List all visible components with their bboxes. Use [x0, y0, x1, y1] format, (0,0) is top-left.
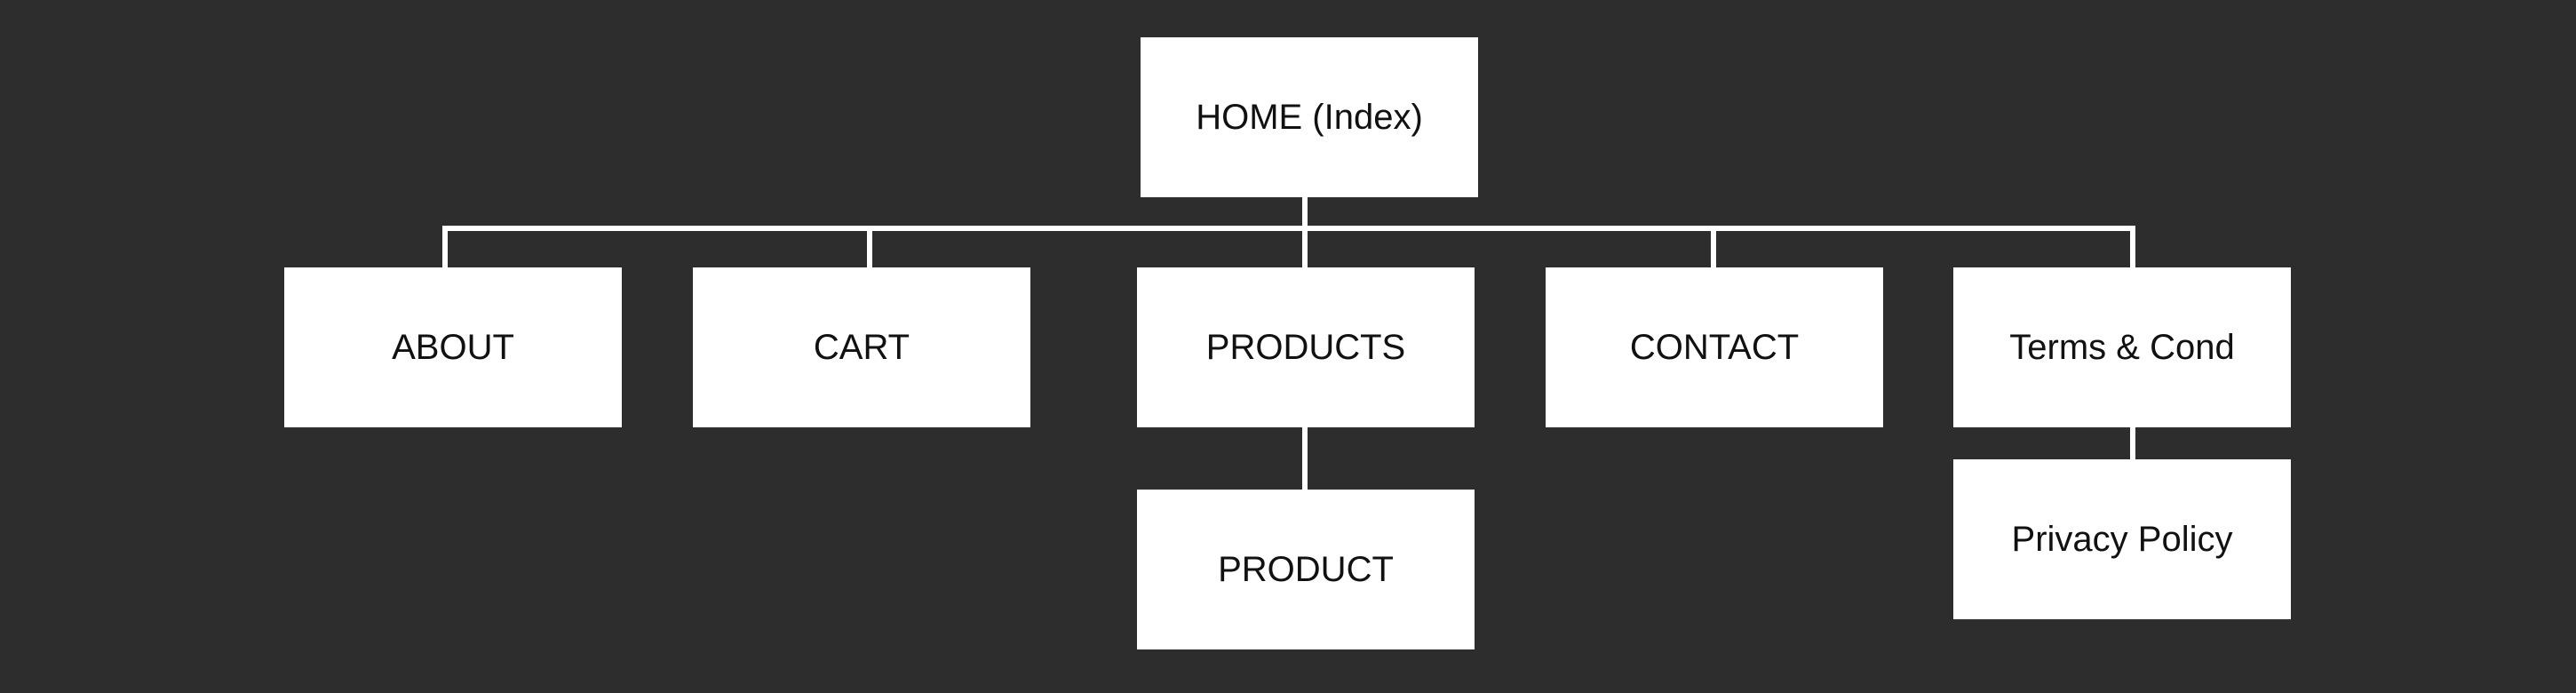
products-drop-connector — [1302, 228, 1308, 267]
contact-node: CONTACT — [1546, 267, 1883, 427]
home-node: HOME (Index) — [1141, 37, 1478, 197]
privacy-policy-node: Privacy Policy — [1953, 459, 2291, 619]
products-node: PRODUCTS — [1137, 267, 1475, 427]
products-to-product-connector — [1302, 427, 1308, 490]
about-drop-connector — [442, 228, 448, 267]
cart-drop-connector — [867, 228, 872, 267]
cart-node: CART — [693, 267, 1030, 427]
terms-to-privacy-connector — [2130, 427, 2135, 459]
contact-drop-connector — [1711, 228, 1716, 267]
terms-node: Terms & Cond — [1953, 267, 2291, 427]
terms-drop-connector — [2130, 228, 2135, 267]
home-stem-connector — [1302, 197, 1308, 228]
main-bus-connector — [442, 226, 2135, 231]
product-node: PRODUCT — [1137, 490, 1475, 649]
about-node: ABOUT — [284, 267, 622, 427]
